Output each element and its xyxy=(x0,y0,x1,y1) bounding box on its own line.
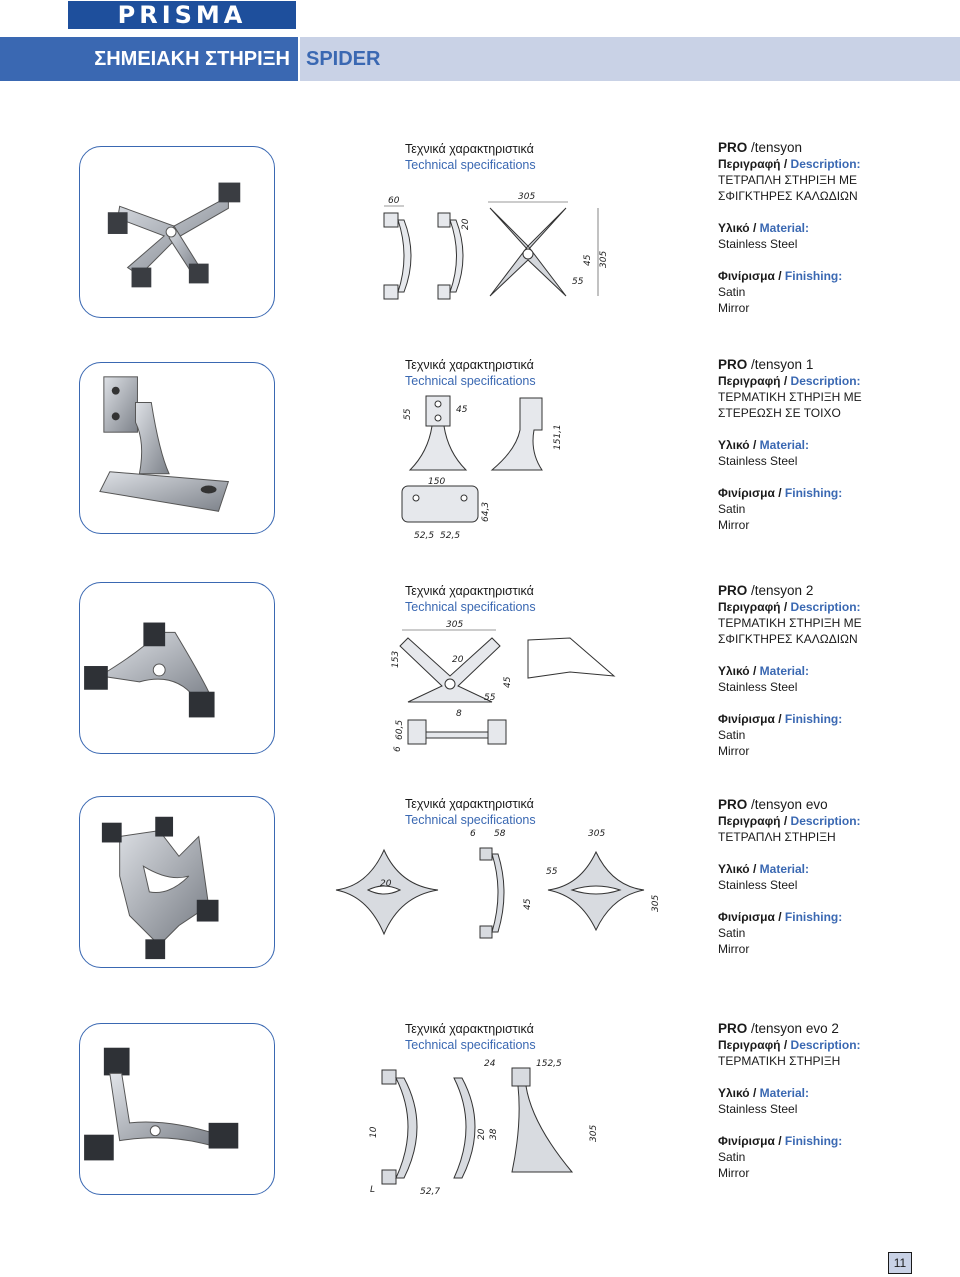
dim-label: 52,7 xyxy=(420,1187,440,1197)
dim-label: 55 xyxy=(484,693,496,703)
dim-label: 151,1 xyxy=(553,424,563,450)
dim-label: 38 xyxy=(489,1128,499,1140)
dim-label: 20 xyxy=(380,879,392,889)
product-name: PRO /tensyon evo 2 xyxy=(718,1021,839,1036)
product-info-tensyon: PRO /tensyon Περιγραφή / Description: ΤΕ… xyxy=(718,140,948,316)
dim-label: 305 xyxy=(446,620,463,630)
dim-label: 6 xyxy=(470,829,476,839)
dim-label: 24 xyxy=(484,1059,496,1069)
technical-drawing-tensyon-evo: 6 58 305 20 55 45 305 xyxy=(335,829,661,939)
technical-drawing-tensyon: 60 20 305 45 305 55 xyxy=(383,192,609,300)
dim-label: 305 xyxy=(588,829,605,839)
dim-label: 305 xyxy=(599,251,609,268)
technical-drawing-tensyon-1: 55 45 151,1 150 64,3 52,5 52,5 xyxy=(401,395,563,541)
product-name: PRO /tensyon 1 xyxy=(718,357,814,372)
dim-label: 45 xyxy=(456,405,468,415)
dim-label: 20 xyxy=(477,1128,487,1140)
dim-label: 305 xyxy=(651,895,661,912)
dim-label: 64,3 xyxy=(481,502,491,522)
dim-label: 20 xyxy=(461,218,471,230)
dim-label: 10 xyxy=(369,1126,379,1138)
specs-heading: Τεχνικά χαρακτηριστικά Technical specifi… xyxy=(405,584,536,614)
product-name: PRO /tensyon xyxy=(718,140,803,155)
dim-label: 60 xyxy=(388,196,400,206)
product-info-tensyon-evo-2: PRO /tensyon evo 2 Περιγραφή / Descripti… xyxy=(718,1021,948,1181)
product-photo-tensyon-2 xyxy=(79,582,275,754)
product-photo-tensyon xyxy=(79,146,275,318)
dim-label: 60,5 xyxy=(395,720,405,740)
wall-bracket-icon xyxy=(99,376,230,512)
page-subtitle: SPIDER xyxy=(300,37,960,81)
spider-4way-icon xyxy=(107,182,241,288)
technical-drawing-tensyon-evo-2: 24 152,5 10 20 38 305 L 52,7 xyxy=(369,1059,599,1197)
specs-heading: Τεχνικά χαρακτηριστικά Technical specifi… xyxy=(405,1022,536,1052)
product-info-tensyon-2: PRO /tensyon 2 Περιγραφή / Description: … xyxy=(718,583,948,759)
prisma-logo: PRISMA xyxy=(68,1,296,29)
specs-heading: Τεχνικά χαρακτηριστικά Technical specifi… xyxy=(405,142,536,172)
dim-label: 305 xyxy=(589,1125,599,1142)
dim-label: 55 xyxy=(546,867,558,877)
product-photo-tensyon-1 xyxy=(79,362,275,534)
spider-evo-icon xyxy=(101,816,219,960)
dim-label: 58 xyxy=(494,829,506,839)
dim-label: L xyxy=(370,1185,375,1195)
product-name: PRO /tensyon evo xyxy=(718,797,828,812)
dim-label: 52,5 xyxy=(440,531,460,541)
dim-label: 8 xyxy=(456,709,462,719)
spider-evo-terminal-icon xyxy=(84,1047,239,1161)
title-bar: ΣΗΜΕΙΑΚΗ ΣΤΗΡΙΞΗ SPIDER xyxy=(0,37,960,81)
specs-heading: Τεχνικά χαρακτηριστικά Technical specifi… xyxy=(405,797,536,827)
dim-label: 6 xyxy=(393,746,403,752)
dim-label: 45 xyxy=(583,254,593,266)
spider-2way-icon xyxy=(84,622,215,718)
dim-label: 55 xyxy=(572,277,584,287)
dim-label: 152,5 xyxy=(536,1059,562,1069)
dim-label: 45 xyxy=(523,898,533,910)
product-name: PRO /tensyon 2 xyxy=(718,583,814,598)
dim-label: 305 xyxy=(518,192,535,202)
dim-label: 150 xyxy=(428,477,445,487)
page-number: 11 xyxy=(888,1252,912,1274)
product-photo-tensyon-evo-2 xyxy=(79,1023,275,1195)
technical-drawing-tensyon-2: 305 153 20 45 55 8 6 60,5 xyxy=(391,620,616,752)
page-title: ΣΗΜΕΙΑΚΗ ΣΤΗΡΙΞΗ xyxy=(0,37,298,81)
dim-label: 52,5 xyxy=(414,531,434,541)
dim-label: 153 xyxy=(391,651,401,668)
dim-label: 45 xyxy=(503,676,513,688)
product-photo-tensyon-evo xyxy=(79,796,275,968)
product-info-tensyon-evo: PRO /tensyon evo Περιγραφή / Description… xyxy=(718,797,948,957)
dim-label: 20 xyxy=(452,655,464,665)
specs-heading: Τεχνικά χαρακτηριστικά Technical specifi… xyxy=(405,358,536,388)
dim-label: 55 xyxy=(403,408,413,420)
product-info-tensyon-1: PRO /tensyon 1 Περιγραφή / Description: … xyxy=(718,357,948,533)
